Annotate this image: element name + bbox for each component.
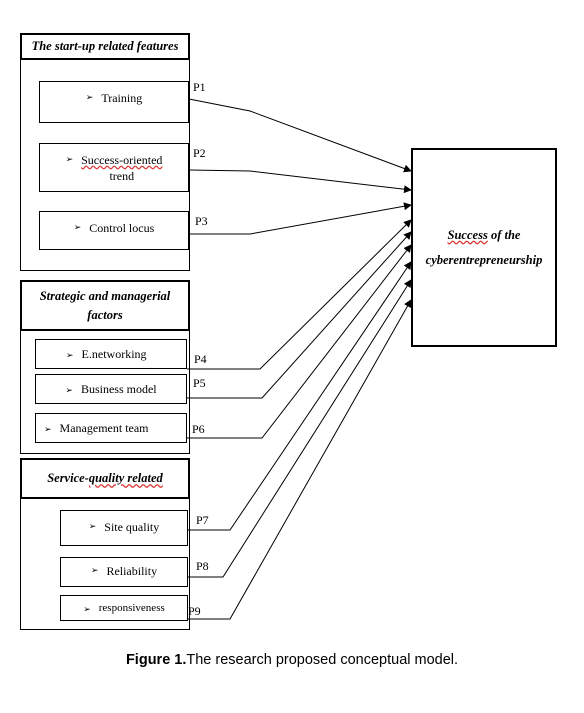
proposition-label-p8: P8 <box>196 559 209 573</box>
bullet-icon: ➢ <box>90 565 99 575</box>
proposition-label-p2: P2 <box>193 146 206 160</box>
arrow-p6 <box>187 244 412 439</box>
enetworking-label: E.networking <box>81 346 147 361</box>
strategic-factors-header: Strategic and managerial factors <box>20 280 190 331</box>
arrow-p1 <box>188 98 412 173</box>
business-model-box: ➢ Business model <box>35 374 187 404</box>
arrow-p5 <box>187 231 412 399</box>
reliability-label: Reliability <box>106 564 158 578</box>
strategic-factors-title-line1: Strategic and managerial <box>39 289 171 304</box>
service-quality-header: Service-quality related <box>20 458 190 499</box>
arrow-p9 <box>188 299 412 620</box>
arrow-p3 <box>189 202 412 235</box>
management-team-box: ➢ Management team <box>35 413 187 443</box>
proposition-label-p9: P9 <box>188 604 201 618</box>
bullet-icon: ➢ <box>65 384 73 395</box>
arrow-p4 <box>187 219 412 370</box>
bullet-icon: ➢ <box>73 222 82 232</box>
site-quality-label: Site quality <box>104 520 160 534</box>
bullet-icon: ➢ <box>83 603 91 614</box>
figure-caption-text: The research proposed conceptual model. <box>186 652 459 668</box>
control-locus-box: ➢ Control locus <box>39 211 189 250</box>
proposition-label-p1: P1 <box>193 80 206 94</box>
bullet-icon: ➢ <box>88 521 97 531</box>
success-trend-box: ➢ Success-oriented trend <box>39 143 189 192</box>
proposition-label-p7: P7 <box>196 513 209 527</box>
cyberentrepreneurship-success-box: Success of the cyberentrepreneurship <box>411 148 557 347</box>
target-label: Success of the cyberentrepreneurship <box>425 227 543 267</box>
proposition-label-p6: P6 <box>192 422 205 436</box>
training-box: ➢ Training <box>39 81 189 123</box>
enetworking-box: ➢ E.networking <box>35 339 187 369</box>
bullet-icon: ➢ <box>65 154 74 164</box>
success-trend-label: Success-oriented trend <box>81 153 163 184</box>
figure-caption-label: Figure 1. <box>125 652 187 668</box>
bullet-icon: ➢ <box>44 423 52 434</box>
training-label: Training <box>101 91 143 105</box>
arrow-p8 <box>188 279 412 578</box>
figure-caption: Figure 1.The research proposed conceptua… <box>0 652 584 668</box>
site-quality-box: ➢ Site quality <box>60 510 188 546</box>
startup-features-header: The start-up related features <box>20 33 190 60</box>
bullet-icon: ➢ <box>66 349 74 360</box>
strategic-factors-title-line2: factors <box>87 307 123 322</box>
bullet-icon: ➢ <box>85 92 94 102</box>
arrow-p2 <box>188 169 412 194</box>
arrow-p7 <box>188 261 412 531</box>
responsiveness-label: responsiveness <box>98 601 165 614</box>
service-quality-title: Service-quality related <box>47 471 163 486</box>
responsiveness-box: ➢ responsiveness <box>60 595 188 621</box>
business-model-label: Business model <box>80 381 157 396</box>
management-team-label: Management team <box>59 420 149 435</box>
control-locus-label: Control locus <box>89 221 155 235</box>
proposition-label-p5: P5 <box>193 376 206 390</box>
startup-features-title: The start-up related features <box>31 39 179 54</box>
proposition-label-p3: P3 <box>195 214 208 228</box>
reliability-box: ➢ Reliability <box>60 557 188 587</box>
proposition-label-p4: P4 <box>194 352 207 366</box>
